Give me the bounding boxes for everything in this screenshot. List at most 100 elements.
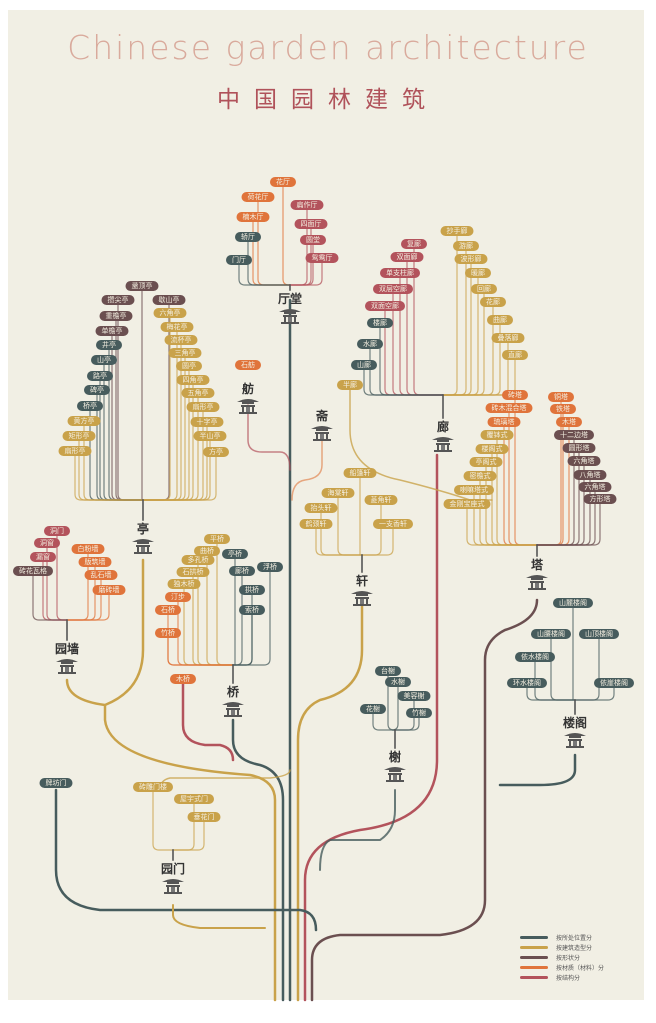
label-pill: 叠落廊 [491, 333, 525, 343]
label-pill: 游廊 [453, 241, 479, 251]
label-pill: 楼阁式 [475, 444, 509, 454]
label-pill: 矩形亭 [62, 431, 96, 441]
branch-line [550, 638, 576, 701]
label-pill: 平桥 [204, 534, 230, 544]
category-node-studio: 斋 [315, 409, 329, 423]
category-node-boat: 舫 [241, 382, 255, 396]
label-pill: 花榭 [360, 704, 386, 714]
branch-line [56, 535, 68, 621]
legend-swatch [520, 975, 548, 979]
label-pill: 四面厅 [294, 219, 328, 229]
label-pill: 版筑墙 [78, 557, 112, 567]
branch-line [289, 244, 314, 286]
legend-label: 按形状分 [556, 954, 581, 962]
wall-icon [55, 656, 79, 678]
legend-label: 按建筑造型分 [556, 944, 593, 952]
legend-item-form: 按形状分 [520, 952, 604, 962]
label-pill: 竹桥 [155, 628, 181, 638]
studio-icon [310, 423, 334, 445]
label-pill: 依水楼阁 [515, 652, 555, 662]
label-pill: 双面空廊 [365, 301, 405, 311]
branch-line [232, 614, 253, 666]
label-pill: 曲廊 [487, 315, 513, 325]
category-node-bridge: 桥 [226, 685, 240, 699]
label-pill: 荷花厅 [241, 192, 275, 202]
label-pill: 曲桥 [194, 546, 220, 556]
label-pill: 金刚宝座式 [443, 499, 491, 509]
branch-line [172, 821, 205, 851]
label-pill: 回廊 [471, 284, 497, 294]
branch-line [498, 753, 577, 787]
branch-line [466, 508, 538, 546]
legend-item-position: 按所处位置分 [520, 932, 604, 942]
legend-swatch [520, 935, 548, 939]
branch-line [54, 788, 318, 932]
label-pill: 半山亭 [193, 431, 227, 441]
label-pill: 圆亭 [176, 361, 202, 371]
label-pill: 抄手廊 [440, 226, 474, 236]
category-node-waterside: 榭 [388, 750, 402, 764]
label-pill: 六角塔 [567, 456, 601, 466]
label-pill: 美容榭 [397, 691, 431, 701]
title: Chinese garden architecture [67, 28, 589, 67]
branch-line [291, 439, 323, 501]
label-pill: 亭阁式 [469, 457, 503, 467]
branch-line [183, 588, 234, 666]
branch-line [192, 576, 234, 666]
branch-line [177, 601, 234, 666]
branch-line [142, 344, 182, 501]
corridor-icon [431, 434, 455, 456]
label-pill: 扇形亭 [58, 446, 92, 456]
label-pill: 攒尖亭 [101, 295, 135, 305]
label-pill: 洞门 [44, 526, 70, 536]
label-pill: 海棠轩 [321, 488, 355, 498]
gate-icon [161, 876, 185, 898]
legend-swatch [520, 945, 548, 949]
label-pill: 盝顶亭 [125, 281, 159, 291]
branch-line [231, 718, 285, 1002]
branch-line [394, 717, 420, 731]
legend-label: 按结构分 [556, 974, 581, 982]
branch-line [232, 571, 271, 666]
label-pill: 亭桥 [222, 549, 248, 559]
label-pill: 牌坊门 [39, 778, 73, 788]
label-pill: 山腰楼阁 [531, 629, 571, 639]
label-pill: 楠木厅 [236, 212, 270, 222]
label-pill: 五角亭 [181, 388, 215, 398]
label-pill: 木塔 [556, 417, 582, 427]
branch-line [361, 528, 394, 556]
label-pill: 琉璃塔 [487, 417, 521, 427]
label-pill: 直廊 [502, 350, 528, 360]
branch-line [172, 803, 195, 851]
label-pill: 方形塔 [583, 494, 617, 504]
branch-line [406, 261, 444, 396]
branch-line [372, 713, 396, 731]
label-pill: 单支柱廊 [380, 268, 420, 278]
branch-line [363, 369, 444, 396]
category-node-corridor: 廊 [436, 420, 450, 434]
branch-line [574, 687, 615, 701]
label-pill: 山顶楼阁 [579, 629, 619, 639]
branch-line [442, 306, 494, 396]
label-pill: 黄方亭 [67, 416, 101, 426]
subtitle: 中国园林建筑 [217, 87, 439, 113]
category-node-tallbuilding: 楼阁 [562, 716, 588, 730]
label-pill: 洞窗 [34, 538, 60, 548]
label-pill: 复廊 [401, 239, 427, 249]
label-pill: 水榭 [385, 677, 411, 687]
branch-line [103, 364, 144, 501]
label-pill: 双面廊 [390, 252, 424, 262]
pavilion-icon [131, 536, 155, 558]
label-pill: 十二边塔 [554, 430, 594, 440]
label-pill: 铁塔 [550, 404, 576, 414]
branch-line [296, 603, 364, 1002]
label-pill: 乱石墙 [84, 570, 118, 580]
label-pill: 六角亭 [153, 308, 187, 318]
legend-item-shape: 按建筑造型分 [520, 942, 604, 952]
label-pill: 鹤颈轩 [299, 519, 333, 529]
label-pill: 索桥 [239, 605, 265, 615]
label-pill: 门厅 [226, 255, 252, 265]
label-pill: 山麓楼阁 [553, 598, 593, 608]
branch-line [337, 497, 363, 556]
